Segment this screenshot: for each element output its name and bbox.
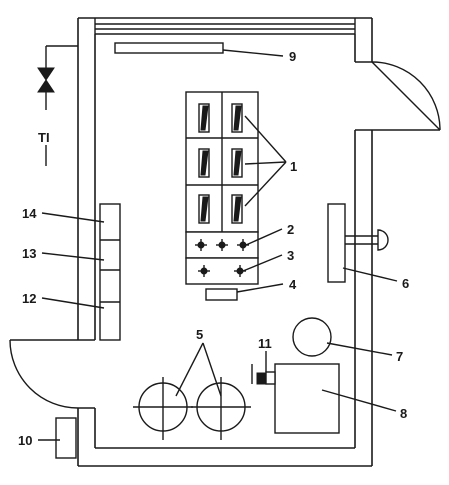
label-1: 1: [290, 159, 297, 174]
leader-8: [321, 389, 397, 412]
label-7: 7: [396, 349, 403, 364]
cabinet-window-r2-c1: [198, 148, 210, 178]
item-7-circular-unit: [292, 317, 332, 357]
label-12: 12: [22, 291, 36, 306]
item-11-connector: [265, 371, 276, 385]
leader-5a: [175, 342, 204, 397]
cabinet-window-r3-c2: [231, 194, 243, 224]
leader-7: [326, 342, 393, 356]
item-6-fixture-head: [377, 229, 389, 251]
label-5: 5: [196, 327, 203, 342]
label-14: 14: [22, 206, 37, 221]
item-6-wall-unit: [327, 203, 346, 283]
cabinet-window-r2-c2: [231, 148, 243, 178]
item-5-tanks: [133, 377, 251, 440]
label-8: 8: [400, 406, 407, 421]
item-9-lamp: [114, 42, 224, 54]
valve-top-triangle: [37, 67, 55, 81]
cabinet-window-r3-c1: [198, 194, 210, 224]
leader-12: [41, 297, 105, 309]
leader-2: [245, 228, 283, 246]
item-11-body: [256, 372, 267, 385]
external-pipe: TI: [37, 45, 78, 166]
walls: [9, 17, 441, 467]
cabinet-window-r1-c2: [231, 103, 243, 133]
valve-bottom-triangle: [37, 79, 55, 93]
pipe-tag-label: TI: [38, 130, 50, 145]
right-door-swing: [371, 61, 441, 131]
label-11: 11: [258, 336, 272, 351]
label-2: 2: [287, 222, 294, 237]
label-4: 4: [289, 277, 297, 292]
item-8-box-unit: [274, 363, 340, 434]
items-12-14-stack: [99, 203, 121, 341]
leader-14: [41, 212, 105, 223]
leader-9: [222, 49, 284, 57]
leader-1c: [244, 161, 287, 207]
right-door-leaf: [371, 61, 441, 131]
item-11-device: [251, 364, 276, 385]
label-13: 13: [22, 246, 36, 261]
cabinet-window-r1-c1: [198, 103, 210, 133]
item-1-cabinets: [185, 91, 259, 233]
leader-3: [242, 254, 283, 272]
label-9: 9: [289, 49, 296, 64]
leader-13: [41, 252, 105, 261]
item-10-outside-box: [55, 417, 77, 459]
leader-1a: [244, 115, 287, 163]
label-3: 3: [287, 248, 294, 263]
leader-5b: [202, 342, 222, 397]
left-door-swing: [9, 339, 79, 409]
label-10: 10: [18, 433, 32, 448]
stack-frame: [99, 203, 121, 341]
leader-1b: [244, 161, 287, 165]
panel-3-frame: [185, 257, 259, 285]
item-3-control-panel: [185, 257, 259, 285]
label-6: 6: [402, 276, 409, 291]
leader-4: [236, 283, 284, 293]
item-4-box: [205, 288, 238, 301]
leader-6: [342, 267, 398, 282]
